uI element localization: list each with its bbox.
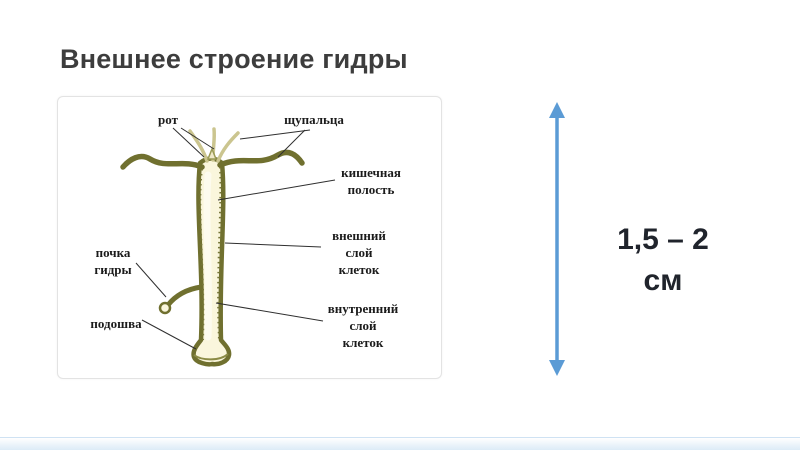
- leader-outer-layer: [224, 242, 322, 248]
- arrow-head-up-icon: [549, 102, 565, 118]
- leader-sole: [141, 319, 197, 350]
- hydra-bud: [158, 284, 204, 315]
- hydra-wall-texture-left: [199, 168, 205, 341]
- hydra-sole-shading: [193, 353, 229, 361]
- bud-tip: [158, 301, 172, 315]
- label-inner-line1: внутренний: [328, 301, 399, 316]
- leader-tentacles-1: [277, 129, 306, 158]
- measurement-arrow: [549, 102, 565, 376]
- label-outer-line2: слой: [345, 245, 373, 260]
- label-bud-line2: гидры: [94, 262, 131, 277]
- label-inner-line2: слой: [349, 318, 377, 333]
- label-cavity-line2: полость: [348, 182, 395, 197]
- leader-bud: [135, 262, 167, 298]
- tentacle-pale-1: [188, 129, 209, 163]
- bottom-decoration: [0, 437, 800, 450]
- label-outer-line1: внешний: [332, 228, 386, 243]
- tentacle-right: [217, 149, 305, 168]
- arrow-head-down-icon: [549, 360, 565, 376]
- mouth-cone: [206, 146, 218, 160]
- leader-tentacles-2: [239, 129, 311, 140]
- hydra-body: [191, 156, 232, 367]
- hydra-tentacles: [120, 127, 305, 170]
- hydra-wall-texture-right: [217, 166, 222, 341]
- leader-mouth-1: [172, 127, 205, 158]
- label-inner-line3: клеток: [343, 335, 384, 350]
- label-tentacles: щупальца: [284, 112, 344, 127]
- leader-cavity: [217, 179, 336, 201]
- leader-mouth-2: [180, 127, 215, 150]
- label-sole: подошва: [90, 316, 142, 331]
- tentacle-pale-3: [216, 131, 240, 163]
- bud-stalk: [165, 284, 204, 308]
- diagram-labels: рот щупальца кишечная полость внешний сл…: [90, 112, 400, 350]
- hydra-cavity: [203, 171, 212, 341]
- label-outer-line3: клеток: [339, 262, 380, 277]
- measurement-label: 1,5 – 2 см: [617, 223, 709, 297]
- label-cavity-line1: кишечная: [341, 165, 401, 180]
- hydra-diagram-card: рот щупальца кишечная полость внешний сл…: [57, 96, 442, 379]
- leader-lines: [135, 127, 336, 350]
- label-mouth: рот: [158, 112, 179, 127]
- leader-inner-layer: [215, 302, 324, 322]
- label-bud-line1: почка: [96, 245, 131, 260]
- hydra-diagram: рот щупальца кишечная полость внешний сл…: [90, 112, 401, 367]
- slide-title: Внешнее строение гидры: [60, 44, 408, 74]
- tentacle-left: [120, 153, 205, 170]
